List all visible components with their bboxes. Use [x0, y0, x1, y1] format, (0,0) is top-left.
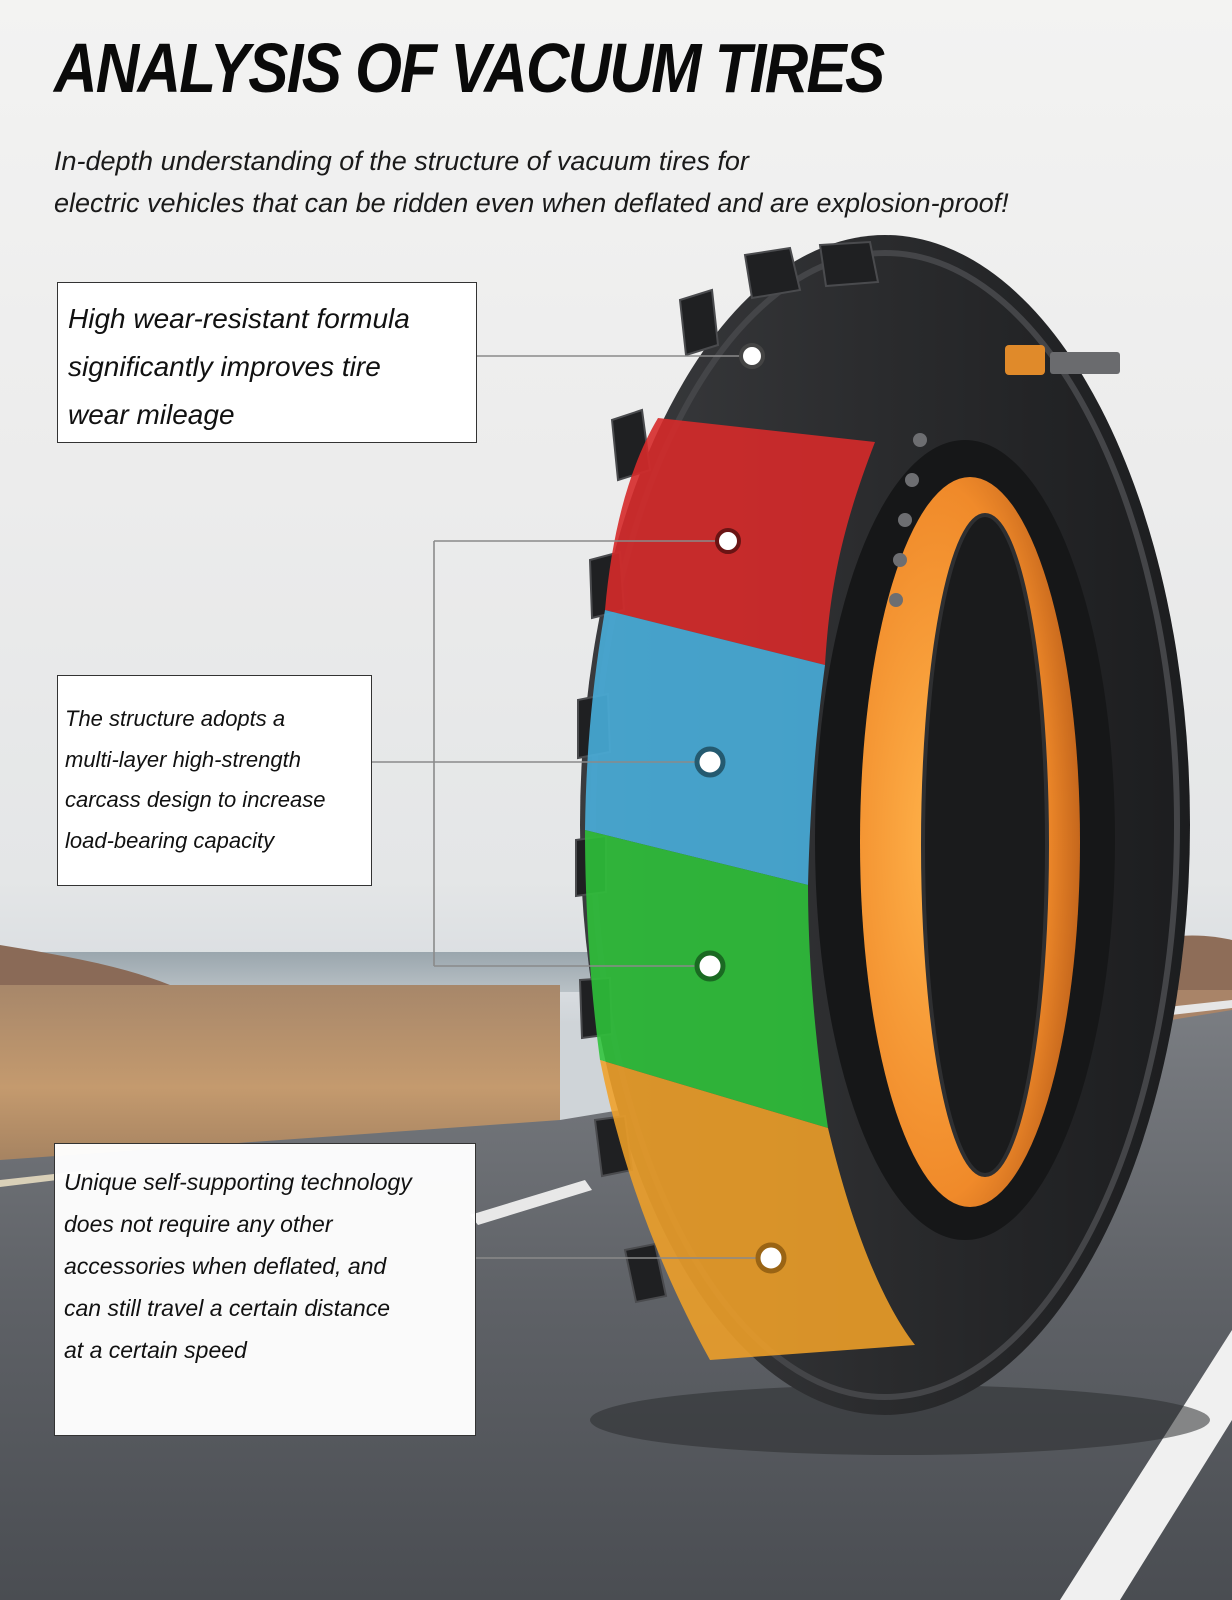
callout-line: multi-layer high-strength — [65, 746, 301, 772]
callout-multi-layer: The structure adopts a multi-layer high-… — [57, 675, 372, 886]
page-subtitle: In-depth understanding of the structure … — [54, 140, 1009, 224]
callout-line: load-bearing capacity — [65, 827, 275, 853]
marker-blue-layer — [694, 746, 726, 778]
callout-line: at a certain speed — [64, 1337, 247, 1363]
callout-wear-resistant: High wear-resistant formula significantl… — [57, 282, 477, 443]
callout-line: High wear-resistant formula — [68, 303, 410, 334]
callout-line: The structure adopts a — [65, 706, 286, 731]
callout-line: does not require any other — [64, 1211, 333, 1237]
callout-line: Unique self-supporting technology — [64, 1169, 412, 1195]
subtitle-line-1: In-depth understanding of the structure … — [54, 146, 749, 176]
tire-shadow — [590, 1385, 1210, 1455]
hills-left — [0, 945, 170, 990]
callout-line: can still travel a certain distance — [64, 1295, 390, 1321]
callout-line: wear mileage — [68, 399, 235, 430]
callout-line: accessories when deflated, and — [64, 1253, 387, 1279]
marker-red-layer — [715, 528, 741, 554]
callout-line: significantly improves tire — [68, 351, 381, 382]
leader-lines — [372, 355, 771, 1259]
layer-markers — [694, 343, 787, 1274]
page-title: ANALYSIS OF VACUUM TIRES — [54, 29, 885, 107]
subtitle-line-2: electric vehicles that can be ridden eve… — [54, 188, 1009, 218]
road-line-right — [1060, 1330, 1232, 1600]
road-line-left — [470, 1180, 592, 1225]
marker-orange-layer — [755, 1242, 787, 1274]
layer-orange — [600, 1060, 915, 1360]
marker-tread — [739, 343, 765, 369]
marker-green-layer — [694, 950, 726, 982]
tire — [575, 235, 1190, 1415]
callout-self-supporting: Unique self-supporting technology does n… — [54, 1143, 476, 1436]
callout-line: carcass design to increase — [65, 787, 326, 812]
